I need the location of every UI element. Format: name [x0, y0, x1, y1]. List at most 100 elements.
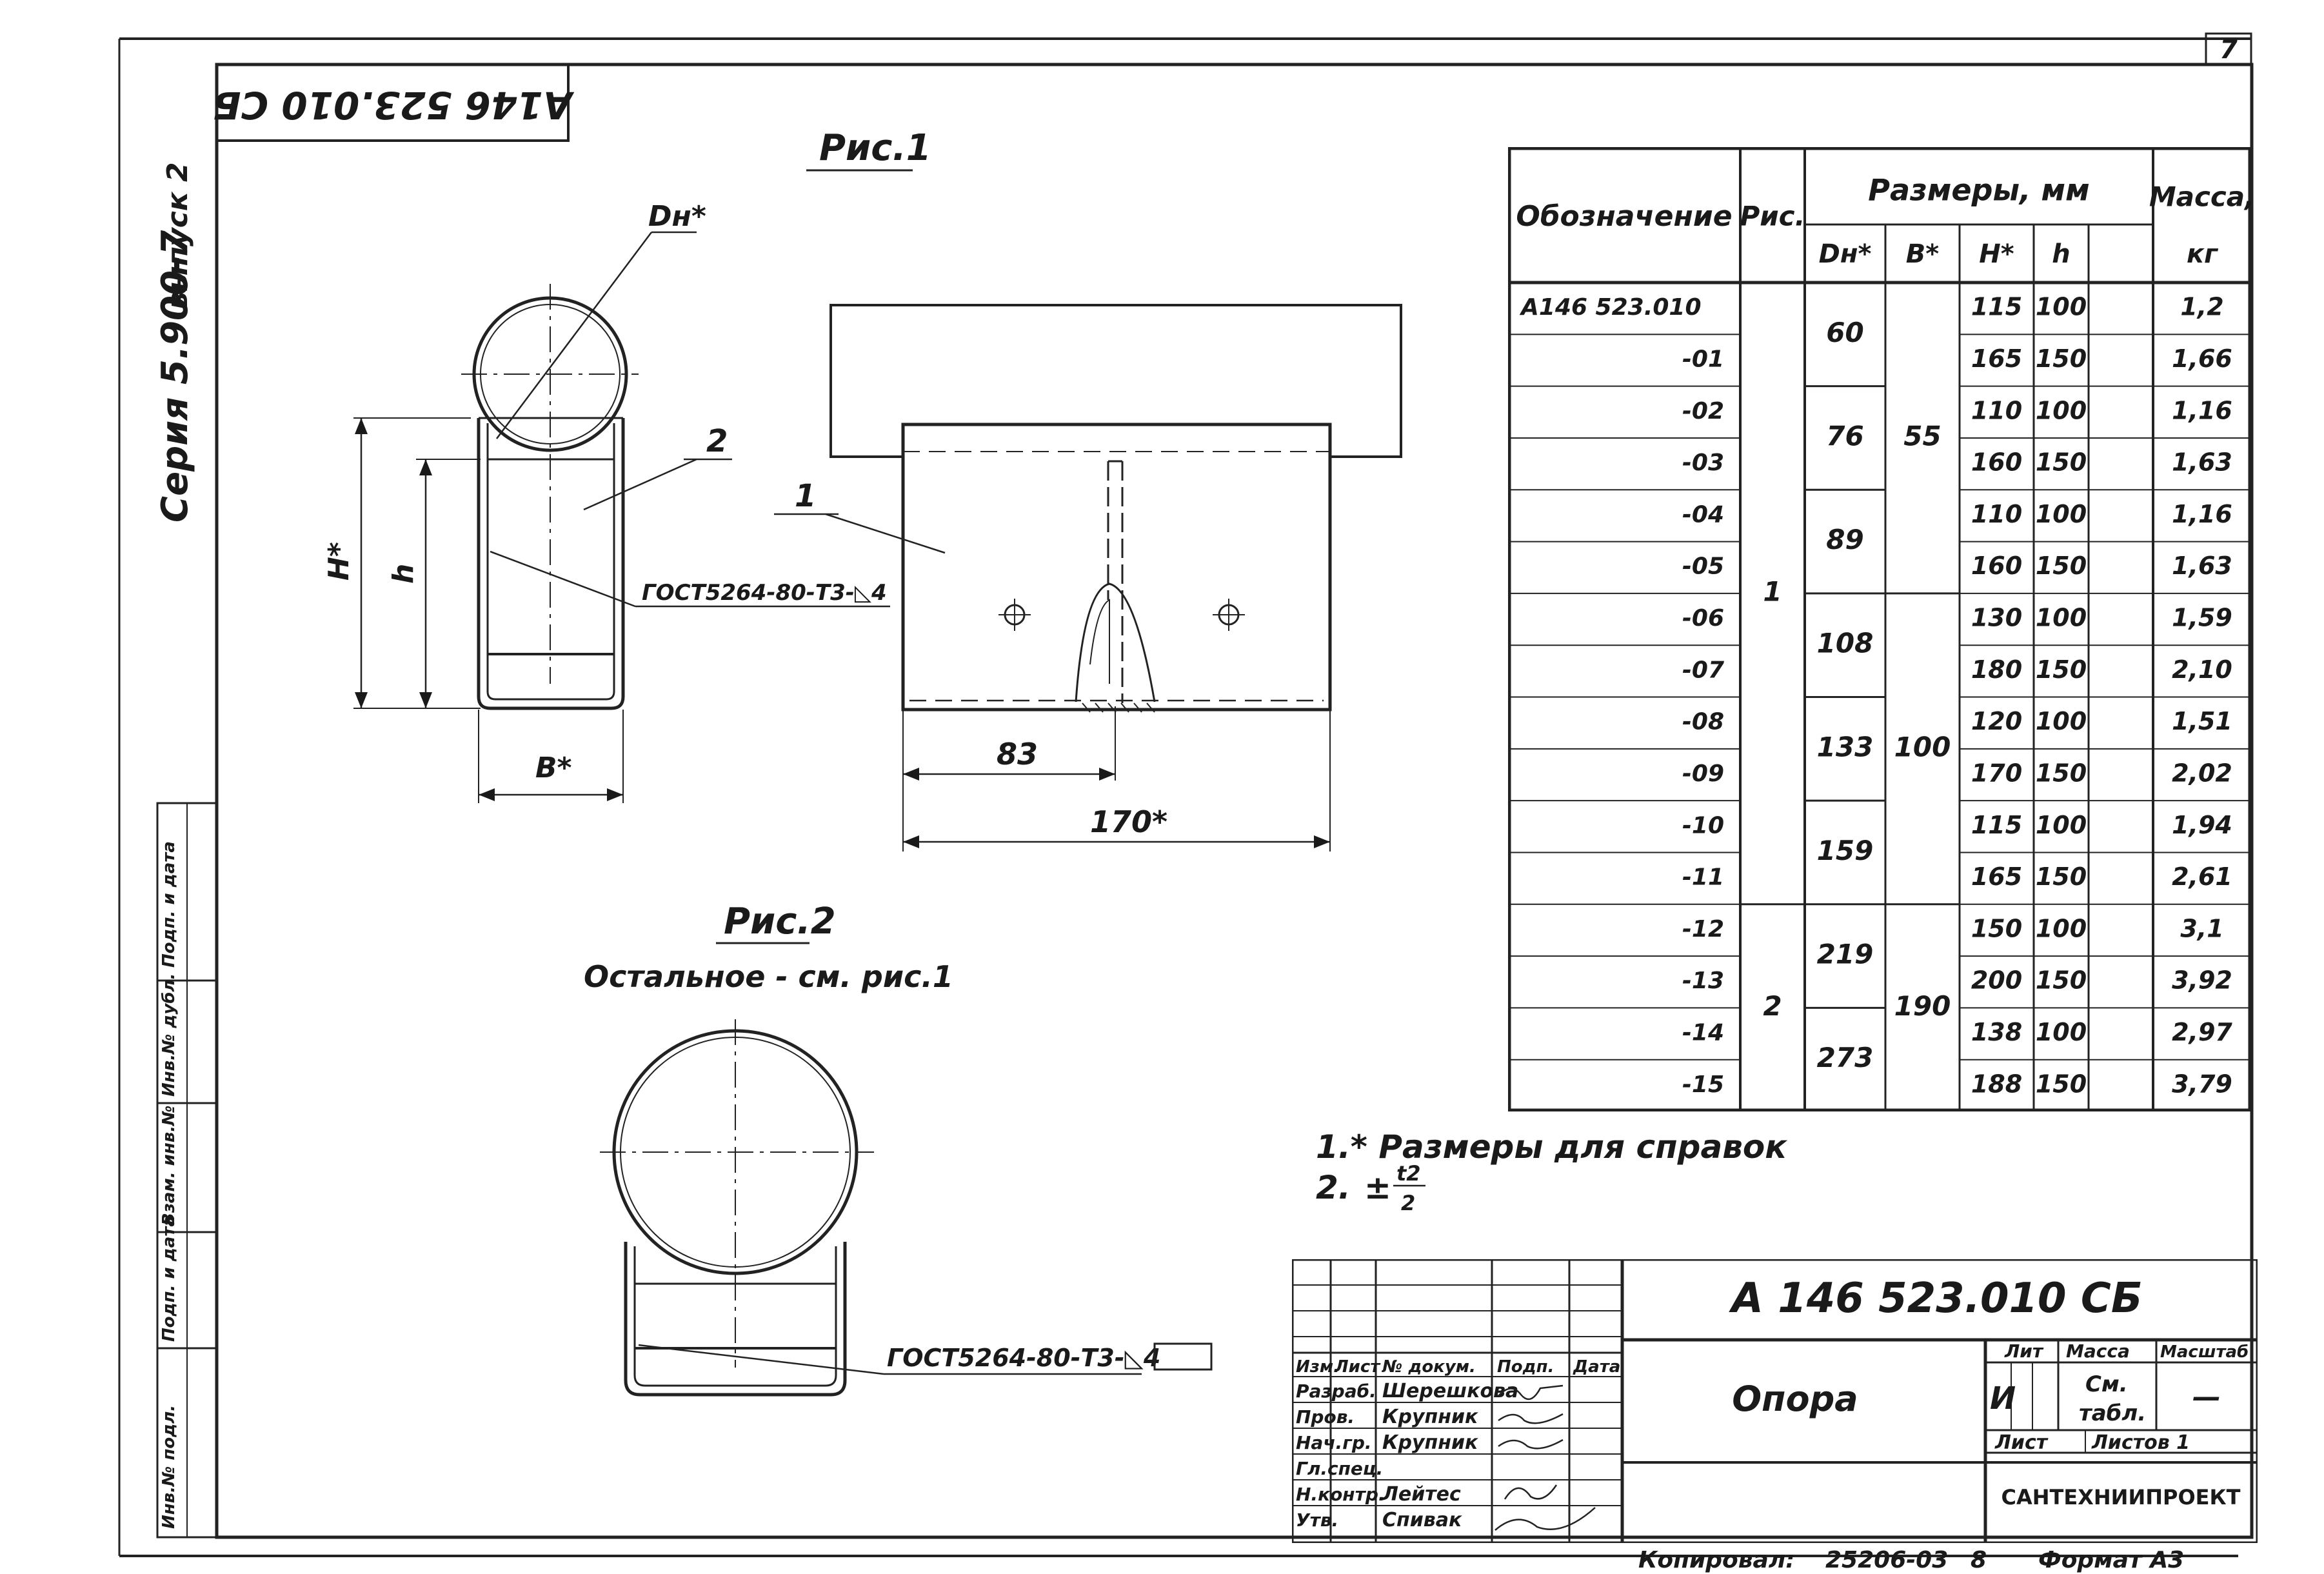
cell-h: 100: [2036, 811, 2087, 839]
cell-dn: 133: [1817, 731, 1874, 762]
title-block-left-grid: [1292, 1259, 1624, 1543]
cell-dn: 60: [1826, 317, 1863, 348]
strip-label-3: Взам. инв.№: [159, 1106, 179, 1226]
cell-designation: -02: [1682, 398, 1724, 424]
figure-1: Рис.1 Dн* 2 ГОСТ5264-80-Т3-◺4 H*: [323, 127, 1402, 852]
part-1-label: 1: [795, 478, 816, 514]
cell-h: 150: [2036, 1070, 2087, 1098]
title-block: Изм. Лист № докум. Подп. Дата Разраб. Пр…: [1292, 1259, 2258, 1543]
page-number: 7: [2220, 35, 2238, 65]
strip-label-1: Подп. и дата: [159, 841, 179, 968]
doc-code: А 146 523.010 СБ: [1728, 1275, 2142, 1322]
strip-label-4: Подп. и дата: [159, 1215, 179, 1342]
cell-b: 55: [1903, 420, 1941, 452]
th-b: B*: [1906, 239, 1939, 269]
tb-role-2: Нач.гр.: [1296, 1432, 1372, 1453]
lit-mass-scale: Лит Масса Масштаб И См. табл. — Лист Лис…: [1985, 1340, 2258, 1509]
tb-name-1: Крупник: [1382, 1406, 1478, 1428]
cell-mass: 2,97: [2172, 1018, 2232, 1046]
bracket-u-fig2: [624, 1242, 847, 1397]
tb-name-0: Шерешкова: [1382, 1380, 1518, 1402]
th-mass-1: Масса,: [2149, 181, 2251, 213]
cell-H: 160: [1971, 448, 2022, 477]
cell-designation: А146 523.010: [1519, 294, 1702, 321]
cell-mass: 1,16: [2172, 500, 2232, 528]
cell-designation: -03: [1682, 450, 1724, 476]
cell-H: 130: [1971, 604, 2022, 632]
cell-designation: -12: [1682, 916, 1724, 942]
cell-dn: 219: [1817, 939, 1874, 970]
h-star-label: H*: [323, 542, 355, 581]
part-2-label: 2: [706, 423, 728, 459]
issue-label: выпуск 2: [161, 162, 194, 310]
rotated-code-box: [215, 63, 570, 142]
footer-sheet: 8: [1971, 1547, 1987, 1573]
part-name: Опора: [1732, 1379, 1858, 1419]
cell-mass: 1,66: [2172, 344, 2232, 373]
left-strip: Подп. и дата Инв.№ дубл. Взам. инв.№ Под…: [156, 802, 218, 1539]
signatures: [1495, 1384, 1596, 1531]
note-2-numerator: t2: [1396, 1161, 1421, 1186]
cell-designation: -01: [1682, 346, 1724, 372]
note-1: 1.* Размеры для справок: [1316, 1128, 1787, 1166]
th-h: h: [2052, 239, 2070, 269]
cell-h: 150: [2036, 344, 2087, 373]
h-label: h: [387, 564, 420, 584]
cell-h: 100: [2036, 914, 2087, 942]
cell-fig: 1: [1763, 575, 1782, 607]
bolt-hole-right: [1213, 599, 1245, 631]
cell-designation: -05: [1682, 553, 1724, 580]
cell-h: 150: [2036, 759, 2087, 787]
title-block-names: Шерешкова Крупник Крупник Лейтес Спивак: [1382, 1380, 1518, 1531]
cell-designation: -09: [1682, 761, 1724, 787]
figure-1-title: Рис.1: [819, 127, 931, 169]
rotated-doc-code: А146 523.010 СБ: [212, 83, 574, 127]
cell-H: 110: [1971, 396, 2022, 424]
note-2-prefix: 2.: [1316, 1169, 1351, 1206]
scale-label: Масштаб: [2160, 1342, 2249, 1362]
cell-H: 138: [1971, 1018, 2022, 1046]
bracket-u-fig1: [477, 418, 625, 710]
cell-fig: 2: [1763, 990, 1782, 1022]
th-dn: Dн*: [1819, 239, 1872, 269]
title-block-header-cols: Изм. Лист № докум. Подп. Дата: [1296, 1357, 1620, 1377]
bracket-plate-side: [901, 423, 1332, 712]
cell-dn: 89: [1826, 524, 1863, 555]
tb-name-4: Лейтес: [1382, 1483, 1461, 1506]
note-2-denominator: 2: [1401, 1191, 1415, 1215]
tb-col-sign: Подп.: [1497, 1357, 1554, 1377]
frame-inner: [215, 63, 2254, 1539]
strip-label-5: Инв.№ подл.: [159, 1405, 179, 1529]
cell-h: 100: [2036, 293, 2087, 321]
cell-mass: 1,59: [2172, 604, 2232, 632]
cell-dn: 159: [1817, 835, 1874, 866]
th-h-star: H*: [1979, 239, 2014, 269]
cell-mass: 1,63: [2172, 552, 2232, 580]
cell-dn: 108: [1817, 628, 1874, 659]
figure-2-title: Рис.2: [724, 901, 836, 942]
notes: 1.* Размеры для справок 2. ± t2 2: [1316, 1128, 1787, 1215]
cell-mass: 1,63: [2172, 448, 2232, 477]
tb-name-2: Крупник: [1382, 1431, 1478, 1454]
cell-H: 188: [1971, 1070, 2022, 1098]
cell-H: 160: [1971, 552, 2022, 580]
cell-h: 100: [2036, 604, 2087, 632]
tb-role-1: Пров.: [1296, 1406, 1355, 1428]
cell-H: 180: [1971, 655, 2022, 684]
dn-label: Dн*: [648, 200, 706, 233]
mass-value-2: табл.: [2079, 1400, 2146, 1426]
series-label: Серия 5.900-7: [154, 230, 196, 523]
footer-order: 25206-03: [1825, 1547, 1948, 1573]
th-designation: Обозначение: [1516, 200, 1732, 233]
cell-dn: 273: [1817, 1042, 1874, 1073]
footer-copied: Копировал:: [1638, 1547, 1795, 1573]
cell-h: 100: [2036, 396, 2087, 424]
th-mass-2: кг: [2187, 239, 2218, 269]
cell-mass: 3,92: [2172, 966, 2232, 995]
weld-label-fig2: ГОСТ5264-80-Т3-◺4: [887, 1344, 1160, 1372]
cell-H: 200: [1971, 966, 2022, 995]
cell-mass: 1,16: [2172, 396, 2232, 424]
cell-h: 150: [2036, 862, 2087, 891]
cell-designation: -08: [1682, 709, 1724, 735]
